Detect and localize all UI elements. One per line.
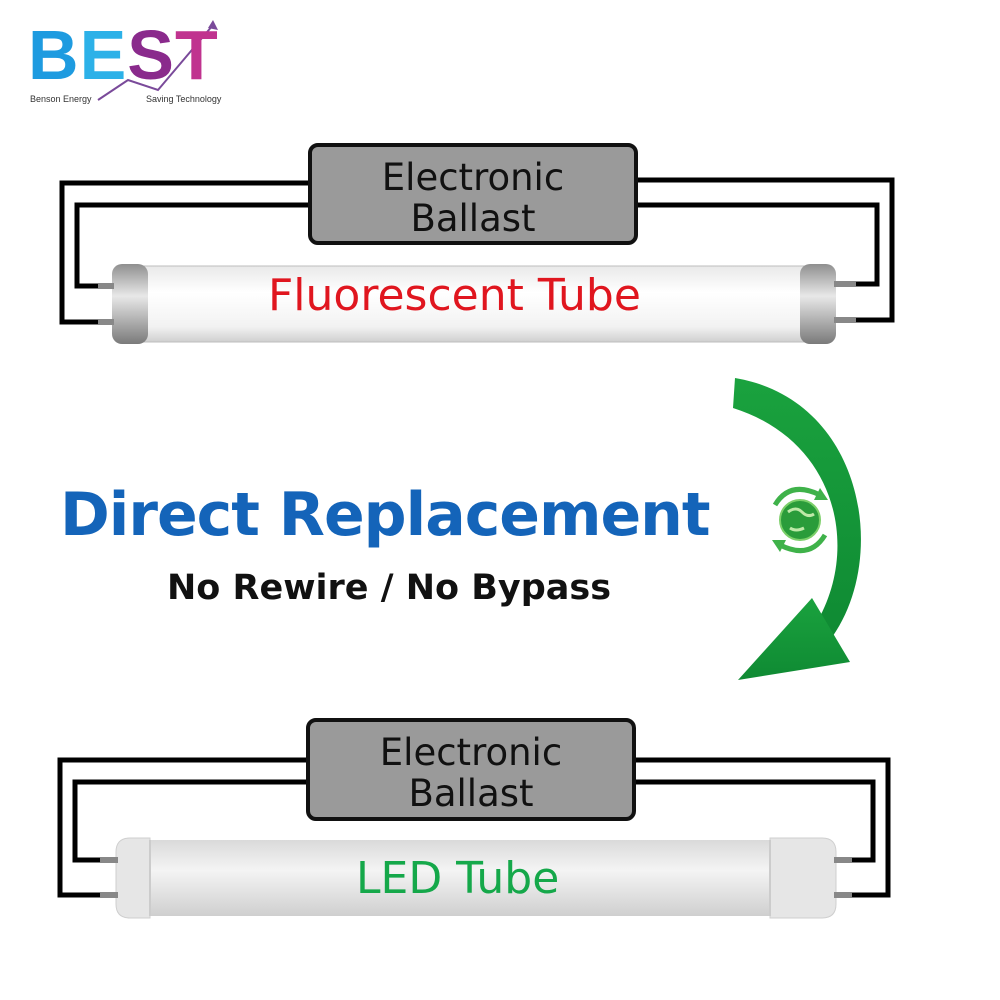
tube-pin (98, 283, 114, 289)
logo-wordmark: BEST (28, 20, 219, 90)
led-tube-label: LED Tube (356, 853, 560, 904)
logo-letter-e: E (79, 16, 128, 94)
tube-end-cap-right (800, 264, 836, 344)
logo-letter-b: B (28, 16, 80, 94)
ballast-label-line2: Ballast (408, 772, 534, 815)
curved-arrow-icon (733, 378, 861, 680)
top-wires (59, 177, 895, 325)
tube-pin (834, 857, 852, 863)
logo-tagline-right: Saving Technology (146, 94, 222, 104)
electronic-ballast-top: Electronic Ballast (308, 143, 638, 245)
led-end-cap-left (115, 837, 151, 919)
tube-pin (100, 857, 118, 863)
fluorescent-tube-label: Fluorescent Tube (268, 270, 641, 321)
ballast-label-line1: Electronic (381, 156, 565, 199)
electronic-ballast-bottom: Electronic Ballast (306, 718, 636, 821)
tube-pin (100, 892, 118, 898)
tube-pin (98, 319, 114, 325)
tube-pin (834, 281, 856, 287)
headline-subtitle: No Rewire / No Bypass (167, 568, 612, 608)
logo-letter-s: S (127, 16, 175, 94)
led-tube (100, 837, 852, 919)
tube-pin (834, 892, 852, 898)
bottom-wires (57, 757, 891, 898)
logo-tagline-left: Benson Energy (30, 94, 92, 104)
logo-graphic (97, 20, 218, 101)
tube-pin (834, 317, 856, 323)
ballast-label-line2: Ballast (410, 197, 536, 240)
ballast-label-line1: Electronic (379, 731, 563, 774)
headline-title: Direct Replacement (60, 480, 711, 550)
logo-letter-t: T (174, 16, 219, 94)
tube-end-cap-left (112, 264, 148, 344)
recycle-globe-icon (772, 486, 828, 554)
brand-logo: BEST Benson Energy Saving Technology (28, 20, 238, 115)
fluorescent-tube (98, 264, 856, 344)
led-end-cap-right (769, 837, 837, 919)
